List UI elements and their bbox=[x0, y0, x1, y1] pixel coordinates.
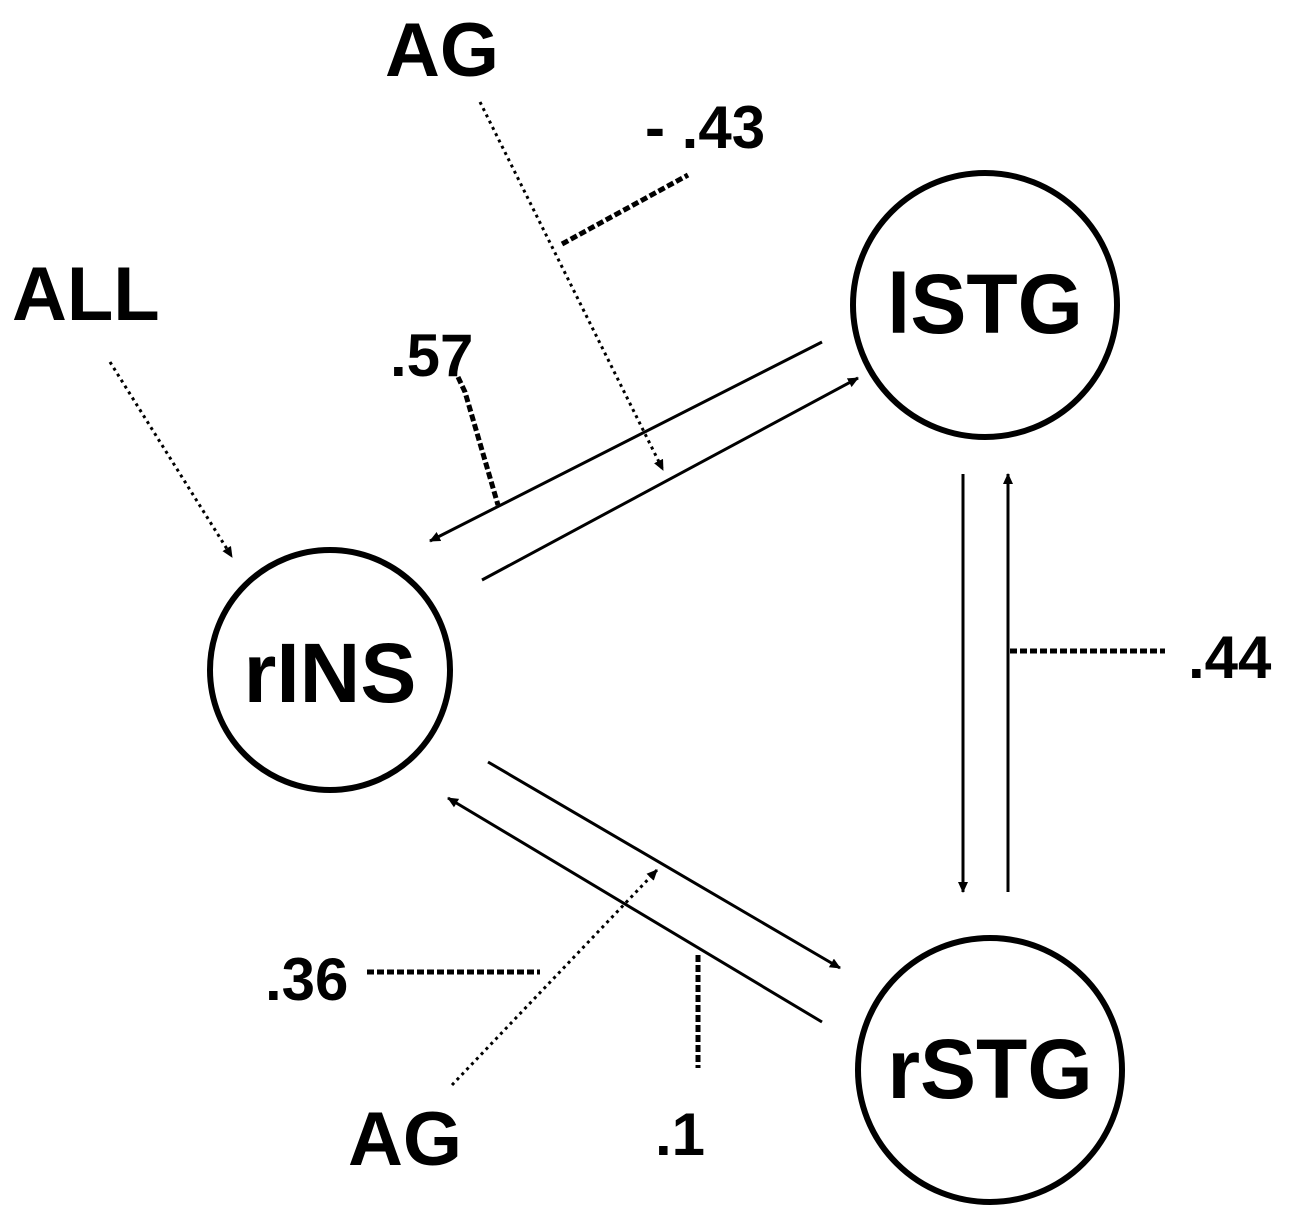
node-lstg-label: lSTG bbox=[887, 257, 1083, 351]
input-all-arrow bbox=[108, 361, 234, 558]
weight-57-leader bbox=[455, 375, 501, 506]
conn-lstg-to-rins bbox=[429, 340, 823, 543]
weight-neg43-leader bbox=[560, 172, 690, 247]
node-rstg-circle bbox=[855, 935, 1125, 1205]
node-rins-circle bbox=[207, 547, 453, 793]
node-rstg: rSTG bbox=[855, 935, 1125, 1205]
node-lstg: lSTG bbox=[850, 170, 1120, 440]
input-ag-bottom-label: AG bbox=[348, 1097, 462, 1182]
node-rins-label: rINS bbox=[244, 626, 417, 720]
input-ag-bottom-arrow bbox=[450, 868, 659, 1087]
weight-neg43-label: - .43 bbox=[645, 94, 765, 161]
conn-rins-to-lstg bbox=[481, 376, 859, 582]
weight-1-label: .1 bbox=[655, 1101, 705, 1168]
weight-57-label: .57 bbox=[390, 322, 473, 389]
weight-36-label: .36 bbox=[265, 946, 348, 1013]
input-ag-top-label: AG bbox=[385, 8, 499, 93]
node-rstg-label: rSTG bbox=[887, 1022, 1092, 1116]
weight-44-label: .44 bbox=[1188, 624, 1272, 691]
conn-rins-to-rstg bbox=[487, 760, 841, 970]
node-rins: rINS bbox=[207, 547, 453, 793]
conn-rstg-to-rins bbox=[447, 796, 823, 1024]
input-ag-top-arrow bbox=[478, 101, 665, 471]
input-all-label: ALL bbox=[12, 252, 160, 337]
node-lstg-circle bbox=[850, 170, 1120, 440]
